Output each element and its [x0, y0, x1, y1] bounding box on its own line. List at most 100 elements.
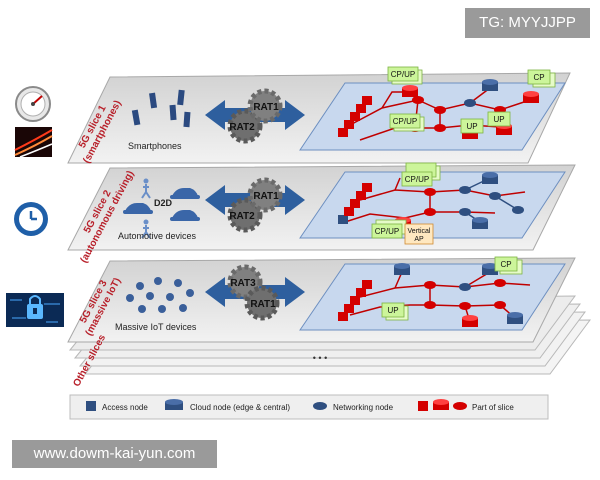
cloud-node	[394, 266, 410, 275]
slice-3-devices-label: Massive IoT devices	[115, 322, 197, 332]
access-node-stack	[338, 280, 372, 321]
access-node-stack	[338, 183, 372, 224]
vertical-ap-label-2: AP	[414, 236, 424, 243]
slice-2-network	[338, 172, 526, 229]
up-box: UP	[487, 111, 511, 127]
slice-3-network	[338, 263, 531, 327]
iot-device	[154, 277, 162, 285]
cpup-box: CP/UP	[371, 219, 407, 239]
networking-node	[424, 301, 436, 309]
smartphone	[131, 109, 141, 126]
networking-node	[494, 301, 506, 309]
legend-part-of-slice: Part of slice	[472, 403, 514, 412]
legend: Access node Cloud node (edge & central) …	[69, 394, 549, 420]
slice-1-devices-label: Smartphones	[128, 141, 182, 151]
legend-networking-node: Networking node	[333, 403, 394, 412]
networking-node-legend-icon	[313, 402, 327, 410]
gear-icon	[227, 108, 263, 144]
cp-box: CP	[527, 69, 556, 88]
slice-2-rat-front: RAT1	[253, 191, 279, 202]
networking-node	[424, 208, 436, 216]
more-slices-ellipsis: • • •	[313, 353, 327, 363]
cloud-node	[507, 315, 523, 324]
cloud-node	[482, 266, 498, 275]
d2d-label: D2D	[154, 198, 173, 208]
smartphone	[183, 111, 191, 128]
cloud-node-legend-icon	[165, 399, 183, 410]
networking-node	[459, 186, 471, 194]
cp-label: CP	[500, 260, 511, 269]
cpup-label: CP/UP	[393, 117, 417, 126]
smartphone	[177, 89, 185, 106]
cloud-node	[482, 82, 498, 91]
up-box: UP	[381, 302, 409, 321]
part-of-slice-legend-icon	[418, 399, 467, 411]
networking-node	[434, 106, 446, 114]
cp-box: CP	[494, 256, 523, 275]
iot-device	[186, 289, 194, 297]
networking-node	[424, 281, 436, 289]
slice-1-rat-back: RAT2	[229, 122, 255, 133]
cloud-node	[482, 175, 498, 184]
cpup-label: CP/UP	[391, 70, 415, 79]
slice-3-rat-front: RAT3	[230, 278, 256, 289]
smartphone	[169, 104, 177, 121]
slice-2-rat-back: RAT2	[229, 211, 255, 222]
gear-icon	[227, 264, 263, 300]
iot-lock-icon	[6, 293, 64, 327]
smartphones-group	[131, 89, 191, 128]
networking-node	[459, 283, 471, 291]
cloud-node	[462, 130, 478, 139]
networking-node	[512, 206, 524, 214]
car-icon	[123, 203, 153, 214]
cpup-label: CP/UP	[375, 227, 399, 236]
iot-device	[166, 293, 174, 301]
iot-device	[146, 292, 154, 300]
iot-device	[138, 305, 146, 313]
cloud-node	[462, 318, 478, 327]
networking-node	[494, 279, 506, 287]
cloud-node	[402, 88, 418, 97]
cpup-box: CP/UP	[387, 66, 423, 85]
legend-cloud-node: Cloud node (edge & central)	[190, 403, 290, 412]
cp-label: CP	[533, 73, 544, 82]
cpup-label: CP/UP	[405, 175, 429, 184]
networking-node	[459, 208, 471, 216]
light-trails-icon	[14, 127, 53, 158]
car-icon	[170, 188, 200, 199]
pedestrian-icon	[141, 219, 151, 239]
access-node-legend-icon	[86, 401, 96, 411]
slice-1-rat-front: RAT1	[253, 102, 279, 113]
networking-node	[489, 192, 501, 200]
legend-access-node: Access node	[102, 403, 148, 412]
vertical-ap-box: Vertical AP	[404, 223, 434, 245]
speedometer-icon	[15, 86, 51, 122]
watermark-bottom: www.dowm-kai-yun.com	[12, 440, 217, 468]
watermark-top: TG: MYYJJPP	[465, 8, 590, 38]
networking-node	[464, 99, 476, 107]
networking-node	[424, 188, 436, 196]
gear-icon	[244, 285, 280, 321]
cpup-box: CP/UP	[389, 113, 425, 132]
clock-icon	[14, 202, 48, 236]
access-node-stack	[338, 96, 372, 137]
cloud-node	[523, 94, 539, 103]
cloud-node	[496, 126, 512, 135]
gear-icon	[247, 177, 283, 213]
up-label: UP	[387, 306, 398, 315]
up-label: UP	[493, 115, 504, 124]
networking-node	[434, 124, 446, 132]
slice-3-rat-back: RAT1	[250, 299, 276, 310]
iot-device	[136, 282, 144, 290]
vertical-ap-label-1: Vertical	[408, 228, 431, 235]
cpup-box: CP/UP	[401, 162, 441, 187]
automotive-devices-group	[123, 178, 200, 239]
iot-device	[174, 279, 182, 287]
iot-device	[179, 304, 187, 312]
up-label: UP	[466, 122, 477, 131]
gear-icon	[247, 88, 283, 124]
networking-node	[412, 96, 424, 104]
slice-2-devices-label: Automotive devices	[118, 231, 197, 241]
iot-device	[126, 294, 134, 302]
iot-devices-group	[126, 277, 194, 313]
